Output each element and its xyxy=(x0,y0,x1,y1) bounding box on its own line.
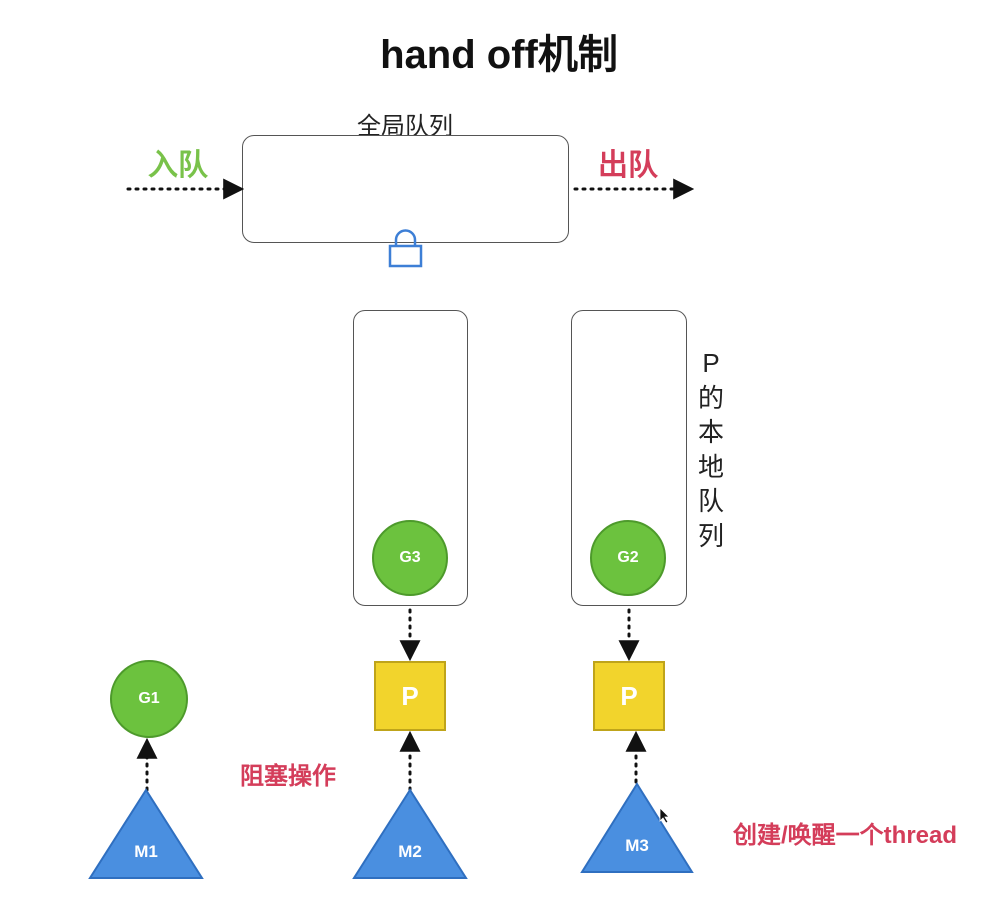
local-queue-label: P 的 本 地 队 列 xyxy=(696,346,726,553)
diagram-title: hand off机制 xyxy=(380,33,618,77)
local-queue-label-char: 地 xyxy=(697,451,724,482)
goroutine-g3: G3 xyxy=(372,520,448,596)
m2-triangle xyxy=(352,788,468,879)
goroutine-g2: G2 xyxy=(590,520,666,596)
create-thread-annotation: 创建/唤醒一个thread xyxy=(733,822,958,849)
processor-p2: P xyxy=(593,661,665,731)
local-queue-label-char: 本 xyxy=(697,417,724,447)
m3-triangle xyxy=(580,782,694,873)
machine-m1-label: M1 xyxy=(134,842,158,861)
enqueue-label: 入队 xyxy=(148,149,208,182)
machine-m2-label: M2 xyxy=(398,842,422,861)
dequeue-label: 出队 xyxy=(598,149,658,182)
processor-p1: P xyxy=(374,661,446,731)
local-queue-label-char: 列 xyxy=(697,520,724,551)
lock-icon xyxy=(388,229,423,268)
blocking-annotation: 阻塞操作 xyxy=(240,763,336,790)
local-queue-label-char: 队 xyxy=(697,486,724,516)
m1-triangle xyxy=(88,788,204,879)
local-queue-label-char: P xyxy=(702,348,720,378)
local-queue-label-char: 的 xyxy=(697,382,724,413)
goroutine-g1: G1 xyxy=(110,660,188,738)
cursor-icon xyxy=(659,807,670,824)
machine-m3-label: M3 xyxy=(625,836,649,855)
